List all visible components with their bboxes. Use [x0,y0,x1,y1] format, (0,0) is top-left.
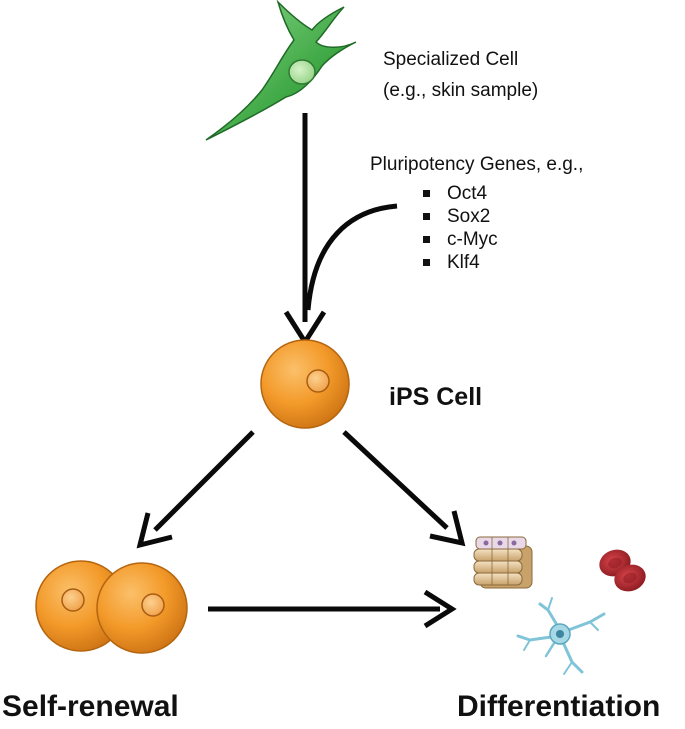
arrow-self-renewal-to-differentiation [208,589,457,629]
pluripotency-genes-title: Pluripotency Genes, e.g., [370,154,584,175]
differentiation-label: Differentiation [457,690,661,723]
gene-item: Klf4 [423,251,498,274]
specialized-cell-label: Specialized Cell (e.g., skin sample) [383,44,538,106]
specialized-cell-title: Specialized Cell [383,49,519,70]
ips-cell-label: iPS Cell [389,383,483,411]
specialized-cell-fibroblast-icon [205,0,357,141]
gene-item: c-Myc [423,228,498,251]
gene-item: Oct4 [423,182,498,205]
reprogramming-arrow [283,113,327,347]
arrow-to-differentiation [342,430,466,547]
self-renewal-cells-icon [35,560,188,654]
pluripotency-genes-arrow [305,203,398,311]
specialized-cell-example: (e.g., skin sample) [383,80,539,101]
pluripotency-genes-list: Oct4 Sox2 c-Myc Klf4 [423,182,498,274]
ips-cell-icon [260,339,350,429]
neuron-icon [516,597,606,675]
arrow-to-self-renewal [136,430,255,549]
self-renewal-label: Self-renewal [2,690,179,723]
gene-item: Sox2 [423,205,498,228]
epithelial-cells-icon [473,536,533,589]
red-blood-cells-icon [599,549,646,592]
